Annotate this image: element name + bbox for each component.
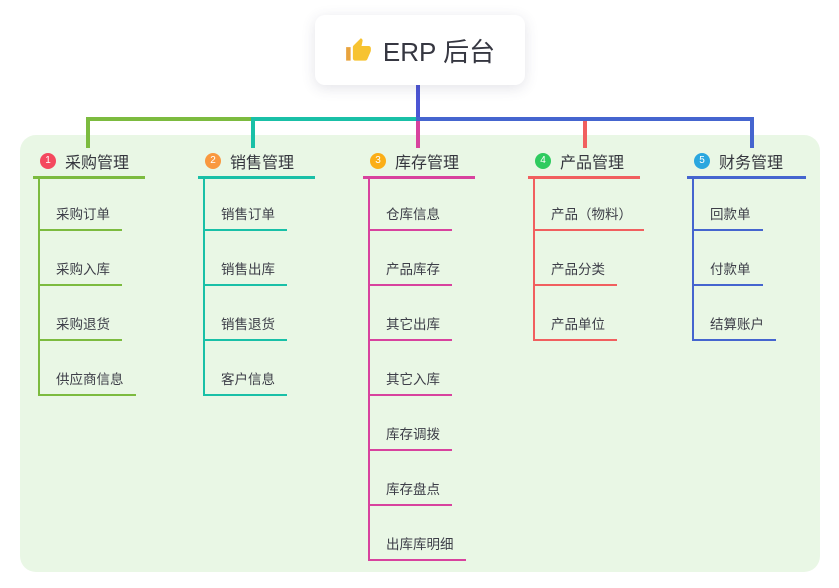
bus-segment-middle [251, 117, 416, 121]
branch-number-badge: 2 [205, 152, 221, 169]
child-node[interactable]: 采购入库 [38, 250, 122, 286]
child-node[interactable]: 销售退货 [203, 305, 287, 341]
branch-child-connector-line [203, 179, 205, 396]
branch-drop-line [86, 117, 90, 148]
branch-number-badge: 5 [694, 152, 710, 169]
branch-header[interactable]: 5 财务管理 [687, 148, 806, 179]
child-node[interactable]: 产品（物料） [533, 195, 644, 231]
branch-number-badge: 1 [40, 152, 56, 169]
branch-label: 财务管理 [719, 154, 784, 172]
child-node[interactable]: 供应商信息 [38, 360, 136, 396]
bus-segment-left [86, 117, 251, 121]
child-node[interactable]: 库存盘点 [368, 470, 452, 506]
child-node[interactable]: 产品分类 [533, 250, 617, 286]
root-label: ERP 后台 [382, 36, 496, 67]
child-node[interactable]: 回款单 [692, 195, 763, 231]
branch-header[interactable]: 1 采购管理 [33, 148, 145, 179]
child-node[interactable]: 采购退货 [38, 305, 122, 341]
child-node[interactable]: 产品库存 [368, 250, 452, 286]
branch-child-connector-line [368, 179, 370, 561]
branch-drop-line [251, 117, 255, 148]
child-node[interactable]: 销售出库 [203, 250, 287, 286]
branch-drop-line [583, 121, 587, 148]
child-node[interactable]: 客户信息 [203, 360, 287, 396]
root-node[interactable]: ERP 后台 [315, 15, 525, 85]
branch-label: 销售管理 [230, 154, 295, 172]
branch-header[interactable]: 4 产品管理 [528, 148, 640, 179]
child-node[interactable]: 付款单 [692, 250, 763, 286]
child-node[interactable]: 出库库明细 [368, 525, 466, 561]
branch-number-badge: 4 [535, 152, 551, 169]
branch-label: 产品管理 [560, 154, 625, 172]
child-node[interactable]: 仓库信息 [368, 195, 452, 231]
child-node[interactable]: 采购订单 [38, 195, 122, 231]
branch-child-connector-line [692, 179, 694, 341]
child-node[interactable]: 销售订单 [203, 195, 287, 231]
child-node[interactable]: 结算账户 [692, 305, 776, 341]
child-node[interactable]: 库存调拨 [368, 415, 452, 451]
branch-drop-line [416, 121, 420, 148]
branches-panel [20, 135, 820, 572]
branch-number-badge: 3 [370, 152, 386, 169]
branch-label: 采购管理 [65, 154, 130, 172]
branch-drop-line [750, 117, 754, 148]
child-node[interactable]: 产品单位 [533, 305, 617, 341]
branch-child-connector-line [38, 179, 40, 396]
branch-child-connector-line [533, 179, 535, 341]
branch-header[interactable]: 2 销售管理 [198, 148, 315, 179]
branch-header[interactable]: 3 库存管理 [363, 148, 475, 179]
child-node[interactable]: 其它入库 [368, 360, 452, 396]
branch-label: 库存管理 [395, 154, 460, 172]
thumbs-up-icon [345, 37, 372, 64]
root-stem-line [416, 85, 420, 117]
bus-segment-right [416, 117, 754, 121]
child-node[interactable]: 其它出库 [368, 305, 452, 341]
